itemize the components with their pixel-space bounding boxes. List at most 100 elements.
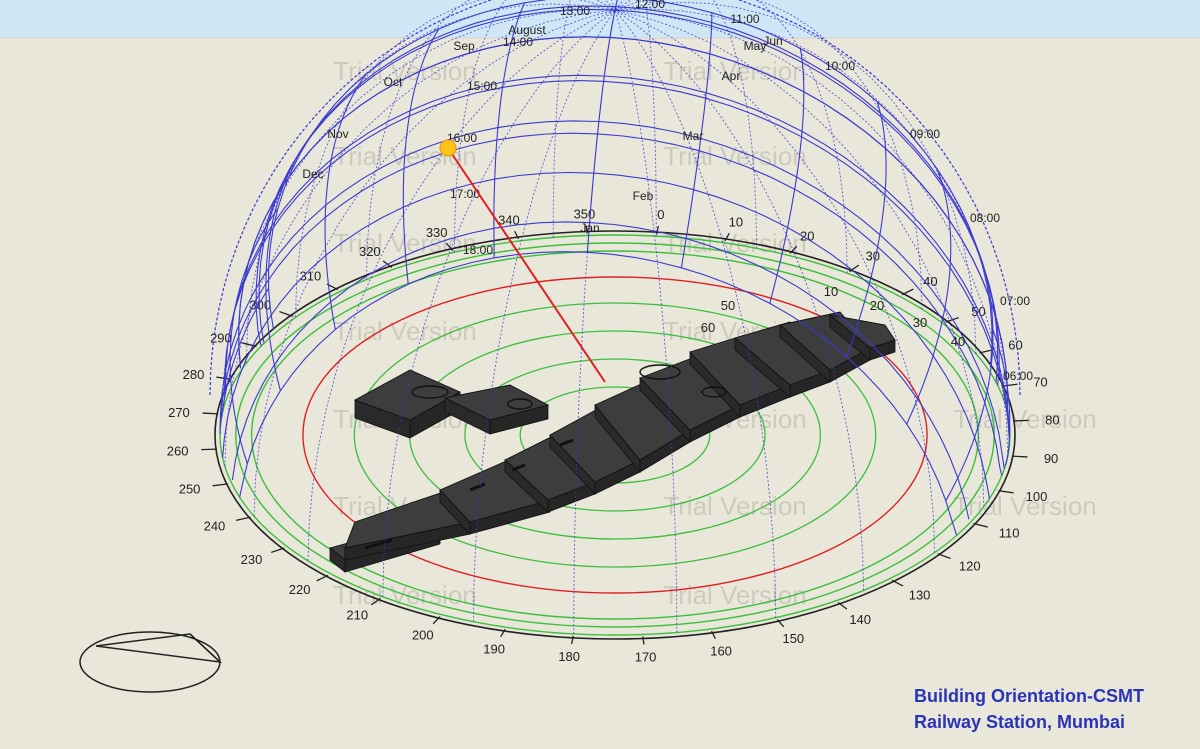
dome-meridian bbox=[382, 9, 616, 597]
month-arc bbox=[268, 0, 993, 368]
dome-meridian bbox=[614, 0, 923, 310]
dome-meridian bbox=[472, 9, 616, 622]
hour-label: 16:00 bbox=[447, 131, 477, 145]
azimuth-label: 270 bbox=[168, 405, 190, 420]
month-label: Sep bbox=[453, 39, 475, 53]
azimuth-tick bbox=[837, 601, 848, 610]
altitude-ring bbox=[353, 302, 877, 568]
hour-line bbox=[265, 135, 312, 391]
dome-meridian bbox=[573, 9, 616, 634]
hour-label: 08:00 bbox=[970, 211, 1000, 225]
hour-line bbox=[324, 74, 367, 330]
azimuth-label: 160 bbox=[710, 643, 732, 658]
dome-meridian bbox=[253, 9, 616, 517]
dome-meridian bbox=[365, 0, 616, 280]
roof-dome bbox=[701, 386, 727, 398]
azimuth-label: 200 bbox=[412, 628, 434, 643]
altitude-label: 10 bbox=[824, 284, 838, 299]
sun-ray-line bbox=[447, 147, 606, 383]
hour-label: 06:00 bbox=[1003, 369, 1033, 383]
azimuth-label: 130 bbox=[909, 588, 931, 603]
azimuth-label: 230 bbox=[241, 552, 263, 567]
azimuth-tick bbox=[201, 448, 218, 451]
ground-outline bbox=[214, 230, 1016, 640]
azimuth-tick bbox=[901, 288, 914, 296]
caption-line-1: Building Orientation-CSMT bbox=[914, 686, 1144, 706]
azimuth-label: 220 bbox=[289, 582, 311, 597]
hour-label: 11:00 bbox=[730, 12, 759, 26]
azimuth-label: 110 bbox=[999, 525, 1020, 540]
azimuth-tick bbox=[432, 616, 441, 625]
azimuth-tick bbox=[998, 490, 1014, 494]
azimuth-label: 280 bbox=[183, 367, 205, 382]
hour-label: 13:00 bbox=[560, 4, 590, 18]
building-head-block[interactable] bbox=[443, 384, 550, 421]
month-label: Oct bbox=[384, 75, 403, 89]
sun-marker[interactable] bbox=[439, 139, 457, 157]
azimuth-tick bbox=[316, 574, 329, 582]
dome-meridian bbox=[614, 1, 977, 354]
dome-meridian bbox=[614, 9, 936, 553]
azimuth-label: 20 bbox=[800, 228, 814, 243]
caption-line-2: Railway Station, Mumbai bbox=[914, 712, 1126, 732]
altitude-label: 50 bbox=[721, 298, 735, 313]
azimuth-tick bbox=[202, 412, 219, 415]
azimuth-label: 290 bbox=[210, 331, 232, 346]
azimuth-tick bbox=[500, 628, 506, 638]
building-block[interactable] bbox=[828, 314, 896, 349]
roof-slot bbox=[559, 438, 574, 447]
azimuth-label: 170 bbox=[635, 649, 657, 664]
azimuth-label: 210 bbox=[346, 608, 368, 623]
building-head-block[interactable] bbox=[353, 369, 462, 421]
diagram-caption: Building Orientation-CSMT Railway Statio… bbox=[914, 683, 1144, 735]
azimuth-tick bbox=[891, 579, 904, 587]
month-label: August bbox=[508, 23, 546, 37]
azimuth-label: 150 bbox=[782, 631, 804, 646]
hour-line bbox=[220, 287, 270, 425]
hour-label: 07:00 bbox=[1000, 294, 1030, 308]
azimuth-label: 250 bbox=[179, 482, 201, 497]
azimuth-tick bbox=[642, 636, 645, 645]
azimuth-tick bbox=[973, 522, 988, 528]
roof-slot bbox=[511, 463, 526, 472]
hour-label: 14:00 bbox=[503, 35, 533, 49]
azimuth-tick bbox=[937, 553, 951, 560]
hour-label: 18:00 bbox=[463, 243, 493, 257]
dome-meridian bbox=[221, 9, 616, 415]
hour-line bbox=[402, 28, 440, 285]
roof-dome bbox=[411, 385, 449, 399]
azimuth-label: 30 bbox=[865, 248, 879, 263]
azimuth-tick bbox=[235, 516, 251, 522]
month-label: Jan bbox=[580, 221, 599, 235]
hour-label: 09:00 bbox=[910, 127, 940, 141]
month-label: May bbox=[744, 39, 767, 53]
dome-meridian bbox=[614, 8, 1006, 404]
altitude-ring bbox=[250, 250, 980, 620]
month-label: Jun bbox=[763, 34, 782, 48]
azimuth-label: 70 bbox=[1033, 374, 1047, 389]
hour-label: 10:00 bbox=[825, 59, 855, 73]
altitude-label: 30 bbox=[913, 315, 927, 330]
azimuth-label: 260 bbox=[167, 443, 189, 458]
dome-meridian bbox=[224, 9, 616, 467]
hour-line bbox=[945, 245, 994, 502]
azimuth-tick bbox=[1012, 419, 1029, 422]
roof-slot bbox=[364, 538, 393, 550]
watermark-text: Trial Version bbox=[663, 141, 807, 171]
azimuth-label: 80 bbox=[1045, 413, 1059, 428]
roof-slot bbox=[469, 482, 486, 492]
sun-path-dome bbox=[209, 0, 1021, 634]
azimuth-label: 90 bbox=[1044, 451, 1058, 466]
azimuth-label: 140 bbox=[849, 612, 871, 627]
hour-line bbox=[906, 168, 952, 425]
azimuth-tick bbox=[514, 230, 520, 240]
watermark-text: Trial Version bbox=[953, 491, 1097, 521]
watermark-text: Trial Version bbox=[663, 580, 807, 610]
hour-line bbox=[493, 2, 526, 258]
azimuth-tick bbox=[370, 597, 381, 606]
building-model[interactable] bbox=[329, 311, 896, 573]
compass-icon bbox=[79, 631, 223, 693]
azimuth-label: 350 bbox=[574, 207, 596, 222]
